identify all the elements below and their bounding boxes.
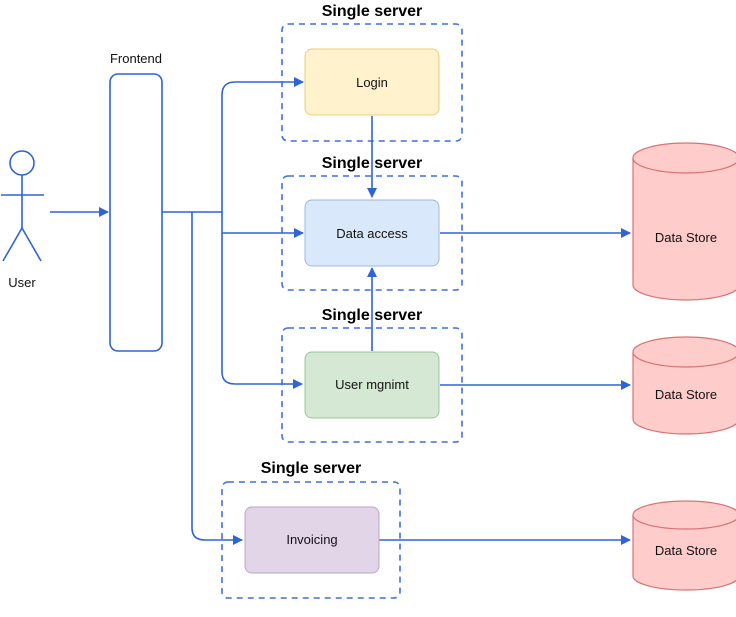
data-store-cylinder[interactable] — [632, 142, 736, 301]
connectors — [50, 77, 631, 545]
frontend-label: Frontend — [110, 51, 162, 66]
server-group-title: Single server — [261, 460, 362, 477]
invoicing-service-label: Invoicing — [286, 532, 337, 547]
data-store-cylinder[interactable] — [632, 336, 736, 435]
frontend-box[interactable] — [109, 73, 163, 352]
user-actor-icon[interactable] — [1, 150, 44, 262]
data-access-service-label: Data access — [336, 226, 408, 241]
data-store-label: Data Store — [655, 230, 717, 245]
invoicing-service-box[interactable] — [244, 506, 380, 574]
user-label: User — [8, 275, 36, 290]
login-service-box[interactable] — [304, 48, 440, 116]
data-store-label: Data Store — [655, 543, 717, 558]
user-mgmt-service-label: User mgnimt — [335, 377, 409, 392]
data-store-cylinder[interactable] — [632, 500, 736, 591]
data-store-label: Data Store — [655, 387, 717, 402]
server-group-title: Single server — [322, 3, 423, 20]
data-access-service-box[interactable] — [304, 199, 440, 267]
user-mgmt-service-box[interactable] — [304, 351, 440, 419]
login-service-label: Login — [356, 75, 388, 90]
server-group-invoicing — [221, 481, 401, 599]
